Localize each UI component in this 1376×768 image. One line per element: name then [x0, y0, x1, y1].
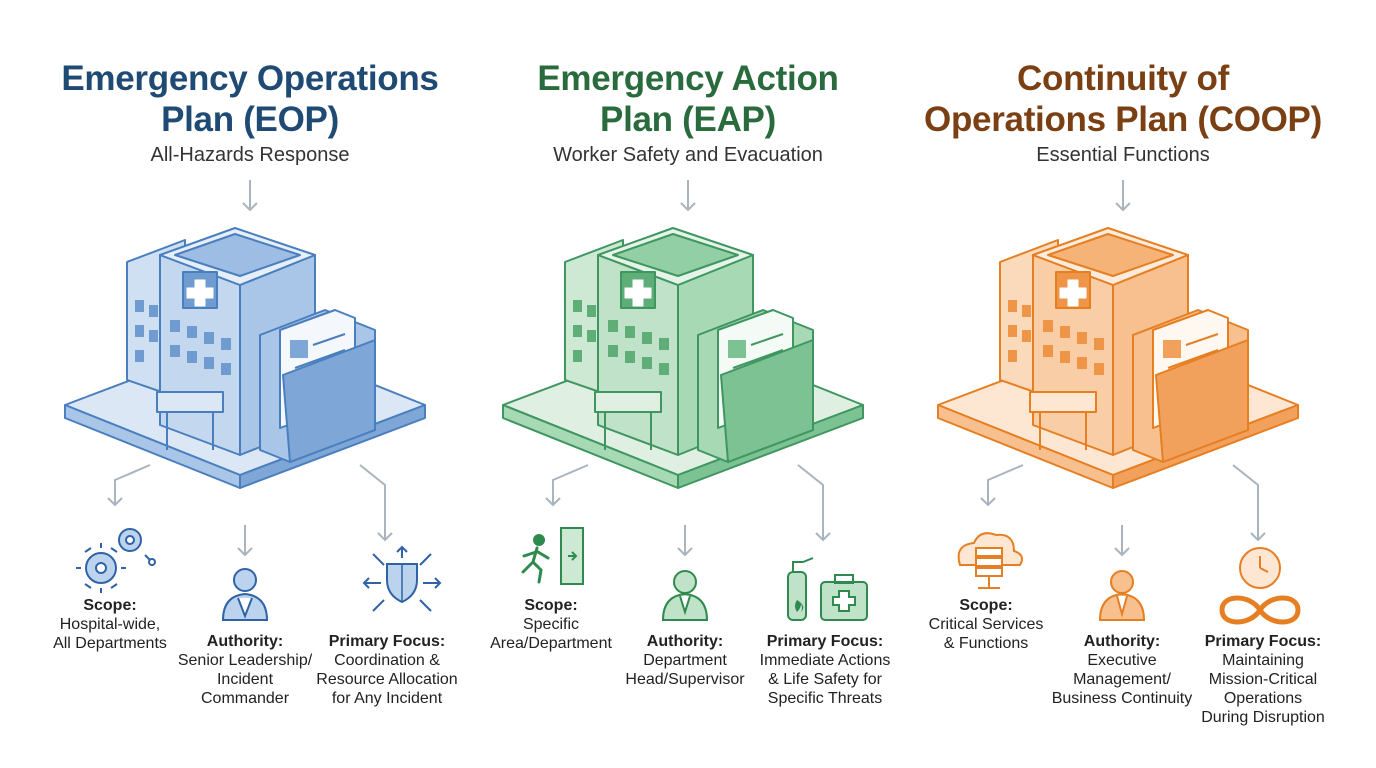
supervisor-icon: [661, 570, 709, 621]
coop-authority-label: Authority: Executive Management/ Busines…: [1051, 633, 1193, 707]
arrow-down-icon: [1115, 180, 1131, 212]
branch-arrows: [980, 464, 1266, 557]
cloud-server-icon: [957, 532, 1023, 589]
eap-scope-label: Scope: Specific Area/Department: [490, 597, 612, 652]
coop-scope-label: Scope: Critical Services & Functions: [928, 597, 1044, 652]
executive-icon: [1098, 570, 1146, 621]
eap-title: Emergency Action Plan (EAP): [537, 59, 839, 139]
arrow-down-icon: [242, 180, 258, 212]
hospital-building-icon: [937, 227, 1299, 489]
shield-arrows-icon: [362, 545, 442, 612]
gears-icon: [76, 528, 156, 593]
eap-focus-label: Primary Focus: Immediate Actions & Life …: [759, 633, 891, 707]
eap-diagram: [502, 180, 868, 621]
hospital-building-icon: [64, 227, 426, 489]
coop-focus-label: Primary Focus: Maintaining Mission-Criti…: [1201, 633, 1325, 726]
coop-diagram: [937, 180, 1301, 625]
branch-arrows: [545, 464, 831, 557]
eop-focus-label: Primary Focus: Coordination & Resource A…: [316, 633, 458, 707]
coop-title: Continuity of Operations Plan (COOP): [924, 59, 1322, 139]
exit-door-icon: [521, 527, 584, 585]
branch-arrows: [107, 464, 393, 557]
coop-column: Continuity of Operations Plan (COOP) Ess…: [908, 0, 1338, 768]
eap-subtitle: Worker Safety and Evacuation: [553, 144, 823, 166]
coop-subtitle: Essential Functions: [1036, 144, 1210, 166]
eap-authority-label: Authority: Department Head/Supervisor: [625, 633, 745, 688]
doctor-icon: [221, 568, 269, 621]
eop-subtitle: All-Hazards Response: [150, 144, 350, 166]
eop-diagram: [64, 180, 442, 621]
eop-authority-label: Authority: Senior Leadership/ Incident C…: [177, 633, 313, 707]
eop-column: Emergency Operations Plan (EOP) All-Haza…: [35, 0, 465, 768]
hospital-building-icon: [502, 227, 864, 489]
eop-title: Emergency Operations Plan (EOP): [61, 59, 439, 139]
infinity-clock-icon: [1219, 547, 1301, 625]
eop-scope-label: Scope: Hospital-wide, All Departments: [53, 597, 167, 652]
eap-column: Emergency Action Plan (EAP) Worker Safet…: [473, 0, 903, 768]
arrow-down-icon: [680, 180, 696, 212]
extinguisher-firstaid-icon: [787, 557, 868, 621]
